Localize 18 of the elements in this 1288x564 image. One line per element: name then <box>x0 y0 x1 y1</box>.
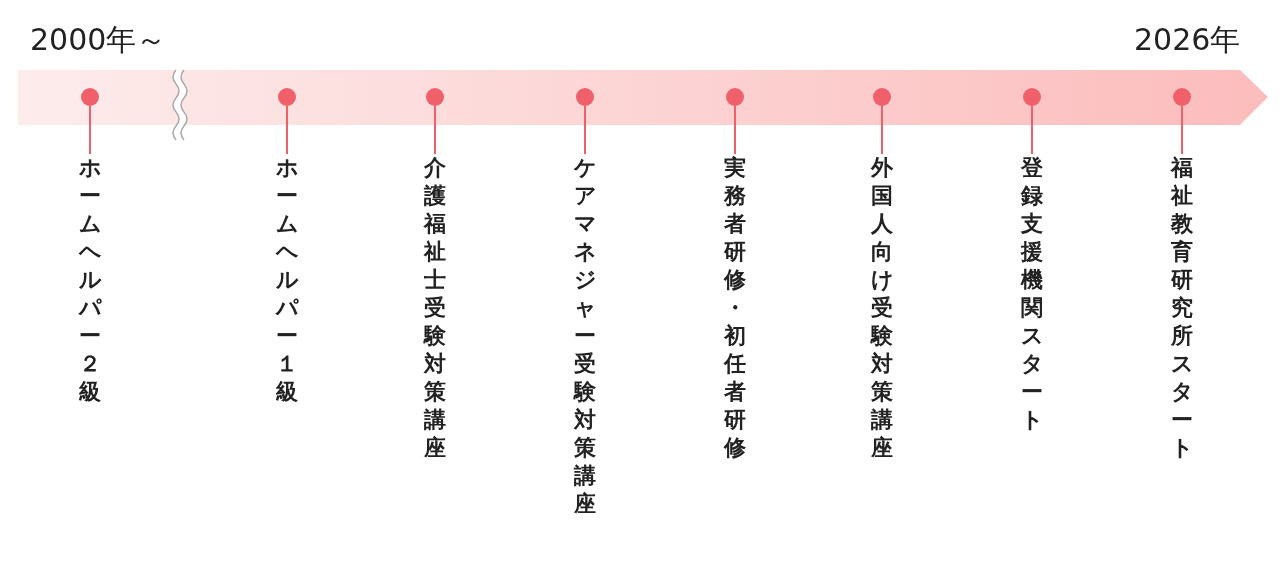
milestone-label: 介護福祉士受験対策講座 <box>423 154 447 462</box>
leader-line <box>881 105 883 155</box>
leader-line <box>1181 105 1183 155</box>
milestone-label: 登録支援機関スタート <box>1020 154 1044 434</box>
year-label: 2026年 <box>1134 21 1241 59</box>
leader-line <box>286 105 288 155</box>
leader-line <box>734 105 736 155</box>
milestone-label: 実務者研修・初任者研修 <box>723 154 747 462</box>
year-label: 2000年～ <box>30 21 167 59</box>
leader-line <box>434 105 436 155</box>
leader-line <box>1031 105 1033 155</box>
leader-line <box>584 105 586 155</box>
milestone-label: 福祉教育研究所スタート <box>1170 154 1194 462</box>
leader-line <box>89 105 91 155</box>
milestone-label: 外国人向け受験対策講座 <box>870 154 894 462</box>
milestone-label: ホームヘルパー２級 <box>78 154 102 406</box>
milestone-label: ホームヘルパー１級 <box>275 154 299 406</box>
milestone-label: ケアマネジャー受験対策講座 <box>573 154 597 518</box>
